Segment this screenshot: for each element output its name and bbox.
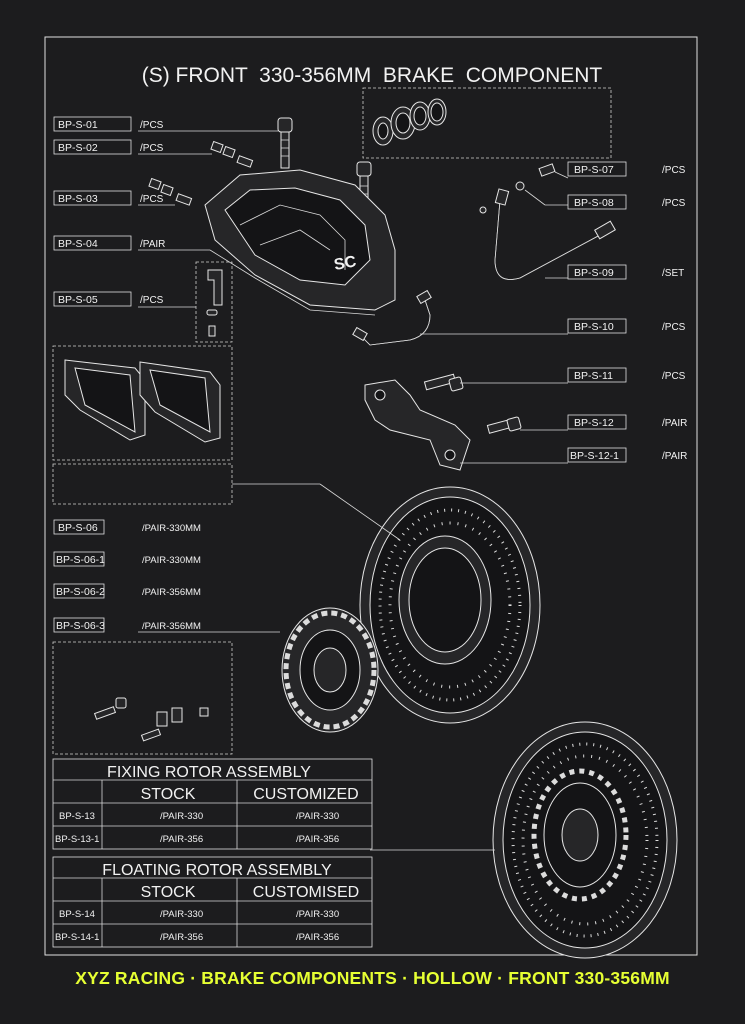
fixing-table-title: FIXING ROTOR ASSEMBLY	[107, 764, 311, 781]
svg-text:/PAIR-330: /PAIR-330	[160, 909, 203, 920]
brake-line-drawing	[479, 163, 616, 280]
fixing-col-customized: CUSTOMIZED	[253, 786, 358, 803]
svg-text:/PAIR-330: /PAIR-330	[160, 811, 203, 822]
part-label-bp-s-12: BP-S-12 /PAIR	[567, 414, 687, 430]
seal-kit-box	[362, 87, 612, 159]
svg-text:/PAIR-356: /PAIR-356	[160, 834, 203, 845]
svg-text:/SET: /SET	[662, 268, 684, 279]
svg-text:BP-S-07: BP-S-07	[574, 164, 614, 176]
svg-text:BP-S-12: BP-S-12	[574, 417, 614, 429]
part-label-bp-s-04: BP-S-04 /PAIR	[53, 235, 165, 251]
svg-text:BP-S-13-1: BP-S-13-1	[55, 834, 99, 845]
rotor-part-labels: BP-S-06 /PAIR-330MM BP-S-06-1 /PAIR-330M…	[53, 519, 201, 633]
brake-pad-box	[52, 345, 233, 461]
svg-text:BP-S-01: BP-S-01	[58, 119, 98, 131]
bracket-drawing	[364, 373, 522, 471]
part-label-bp-s-06-1: BP-S-06-1 /PAIR-330MM	[53, 551, 201, 567]
left-part-labels: BP-S-01 /PCS BP-S-02 /PCS BP-S-03 /PCS B…	[53, 116, 165, 307]
svg-text:/PAIR-330: /PAIR-330	[296, 909, 339, 920]
svg-text:SC: SC	[333, 253, 358, 274]
seal-kit-drawing	[372, 98, 447, 146]
fixing-col-stock: STOCK	[141, 786, 196, 803]
svg-text:/PCS: /PCS	[662, 198, 686, 209]
svg-text:/PCS: /PCS	[662, 371, 686, 382]
svg-text:/PAIR-356MM: /PAIR-356MM	[142, 587, 201, 598]
footer-banner: XYZ RACING · BRAKE COMPONENTS · HOLLOW ·…	[75, 968, 670, 988]
svg-text:BP-S-14: BP-S-14	[59, 909, 95, 920]
svg-text:BP-S-10: BP-S-10	[574, 321, 614, 333]
rotor-356-drawing	[492, 721, 678, 959]
svg-text:BP-S-08: BP-S-08	[574, 197, 614, 209]
floating-col-customised: CUSTOMISED	[253, 884, 359, 901]
drawing-frame	[44, 36, 698, 956]
svg-text:/PCS: /PCS	[662, 165, 686, 176]
svg-text:/PCS: /PCS	[140, 120, 164, 131]
bleeder-valve-drawing	[148, 140, 254, 206]
part-label-bp-s-03: BP-S-03 /PCS	[53, 190, 164, 206]
leader-lines	[138, 130, 569, 851]
svg-text:/PAIR: /PAIR	[140, 239, 165, 250]
floating-col-stock: STOCK	[141, 884, 196, 901]
svg-text:BP-S-13: BP-S-13	[59, 811, 95, 822]
svg-text:BP-S-06: BP-S-06	[58, 522, 98, 534]
svg-text:/PCS: /PCS	[140, 295, 164, 306]
part-label-bp-s-10: BP-S-10 /PCS	[567, 318, 686, 334]
part-label-bp-s-06-2: BP-S-06-2 /PAIR-356MM	[53, 583, 201, 599]
svg-text:BP-S-02: BP-S-02	[58, 142, 98, 154]
svg-text:BP-S-05: BP-S-05	[58, 294, 98, 306]
svg-text:/PAIR-330MM: /PAIR-330MM	[142, 555, 201, 566]
floating-rotor-table: FLOATING ROTOR ASSEMBLY STOCK CUSTOMISED…	[52, 856, 373, 948]
part-label-bp-s-12-1: BP-S-12-1 /PAIR	[567, 447, 687, 463]
part-label-bp-s-06-3: BP-S-06-3 /PAIR-356MM	[53, 617, 201, 633]
floating-table-title: FLOATING ROTOR ASSEMBLY	[102, 862, 332, 879]
part-label-bp-s-09: BP-S-09 /SET	[567, 264, 684, 280]
part-label-bp-s-02: BP-S-02 /PCS	[53, 139, 164, 155]
svg-text:/PCS: /PCS	[662, 322, 686, 333]
caliper-drawing: SC	[204, 169, 396, 316]
pad-pin-box	[195, 261, 233, 343]
svg-text:BP-S-06-1: BP-S-06-1	[56, 554, 105, 566]
diagram-title: (S) FRONT 330-356MM BRAKE COMPONENT	[142, 64, 603, 87]
svg-text:/PAIR: /PAIR	[662, 451, 687, 462]
svg-text:BP-S-09: BP-S-09	[574, 267, 614, 279]
part-label-bp-s-11: BP-S-11 /PCS	[567, 367, 686, 383]
svg-text:BP-S-06-2: BP-S-06-2	[56, 586, 105, 598]
svg-text:/PCS: /PCS	[140, 143, 164, 154]
svg-text:BP-S-03: BP-S-03	[58, 193, 98, 205]
part-label-bp-s-01: BP-S-01 /PCS	[53, 116, 164, 132]
pad-pin-drawing	[206, 269, 223, 337]
svg-text:/PCS: /PCS	[140, 194, 164, 205]
part-label-bp-s-07: BP-S-07 /PCS	[567, 161, 686, 177]
rotor-hardware-box	[52, 641, 233, 755]
svg-text:/PAIR-356: /PAIR-356	[296, 834, 339, 845]
svg-text:BP-S-04: BP-S-04	[58, 238, 98, 250]
right-part-labels: BP-S-07 /PCS BP-S-08 /PCS BP-S-09 /SET B…	[567, 161, 687, 463]
caliper-bolt-drawing	[277, 117, 372, 209]
fixing-rotor-table: FIXING ROTOR ASSEMBLY STOCK CUSTOMIZED B…	[52, 758, 373, 850]
caliper-line-drawing	[352, 289, 432, 346]
svg-text:BP-S-06-3: BP-S-06-3	[56, 620, 105, 632]
part-label-bp-s-05: BP-S-05 /PCS	[53, 291, 164, 307]
rotor-330-drawing	[359, 486, 541, 724]
svg-text:/PAIR-356MM: /PAIR-356MM	[142, 621, 201, 632]
rotor-hardware-drawing	[93, 697, 209, 742]
part-label-bp-s-08: BP-S-08 /PCS	[567, 194, 686, 210]
part-label-bp-s-06: BP-S-06 /PAIR-330MM	[53, 519, 201, 535]
svg-text:/PAIR-330MM: /PAIR-330MM	[142, 523, 201, 534]
empty-part-box	[52, 463, 233, 505]
svg-text:BP-S-12-1: BP-S-12-1	[570, 450, 619, 462]
svg-text:/PAIR-356: /PAIR-356	[160, 932, 203, 943]
svg-text:BP-S-11: BP-S-11	[574, 370, 613, 382]
rotor-hat-drawing	[281, 607, 379, 733]
svg-text:/PAIR-356: /PAIR-356	[296, 932, 339, 943]
svg-text:BP-S-14-1: BP-S-14-1	[55, 932, 99, 943]
svg-text:/PAIR-330: /PAIR-330	[296, 811, 339, 822]
brake-pads-drawing	[64, 359, 221, 443]
svg-text:/PAIR: /PAIR	[662, 418, 687, 429]
